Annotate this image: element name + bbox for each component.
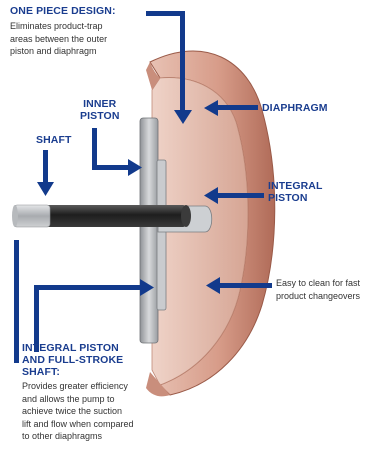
integral-piston-stem (157, 160, 166, 310)
inner-piston-plate (140, 118, 158, 343)
label-one-piece-title: ONE PIECE DESIGN: (10, 5, 116, 17)
one-piece-line-1: Eliminates product-trap (10, 20, 107, 33)
label-easy-clean: Easy to clean for fast product changeove… (276, 277, 360, 302)
integral-piston-line-2: PISTON (268, 192, 322, 204)
arrow-integral-full (14, 240, 19, 368)
shaft-end (181, 205, 191, 227)
easy-clean-line-1: Easy to clean for fast (276, 277, 360, 290)
easy-clean-line-2: product changeovers (276, 290, 360, 303)
arrow-shaft (37, 150, 54, 196)
shaft-tip-end (12, 205, 18, 227)
label-integral-full-title: INTEGRAL PISTON AND FULL-STROKE SHAFT: (22, 342, 123, 378)
integral-full-line-2: and allows the pump to (22, 393, 134, 406)
integral-full-title-2: AND FULL-STROKE (22, 354, 123, 366)
label-shaft: SHAFT (36, 134, 72, 146)
shaft-body (38, 205, 186, 227)
inner-piston-line-1: INNER (80, 98, 120, 110)
label-integral-full-desc: Provides greater efficiency and allows t… (22, 380, 134, 443)
shaft-tip (14, 205, 50, 227)
inner-piston-line-2: PISTON (80, 110, 120, 122)
integral-full-title-3: SHAFT: (22, 366, 123, 378)
label-diaphragm: DIAPHRAGM (262, 102, 328, 114)
label-integral-piston: INTEGRAL PISTON (268, 180, 322, 204)
label-one-piece-desc: Eliminates product-trap areas between th… (10, 20, 107, 58)
integral-piston-line-1: INTEGRAL (268, 180, 322, 192)
arrow-inner-piston (92, 128, 142, 176)
integral-full-line-1: Provides greater efficiency (22, 380, 134, 393)
integral-full-line-4: lift and flow when compared (22, 418, 134, 431)
one-piece-line-3: piston and diaphragm (10, 45, 107, 58)
integral-full-line-5: to other diaphragms (22, 430, 134, 443)
integral-full-line-3: achieve twice the suction (22, 405, 134, 418)
one-piece-line-2: areas between the outer (10, 33, 107, 46)
label-inner-piston: INNER PISTON (80, 98, 120, 122)
integral-full-title-1: INTEGRAL PISTON (22, 342, 123, 354)
